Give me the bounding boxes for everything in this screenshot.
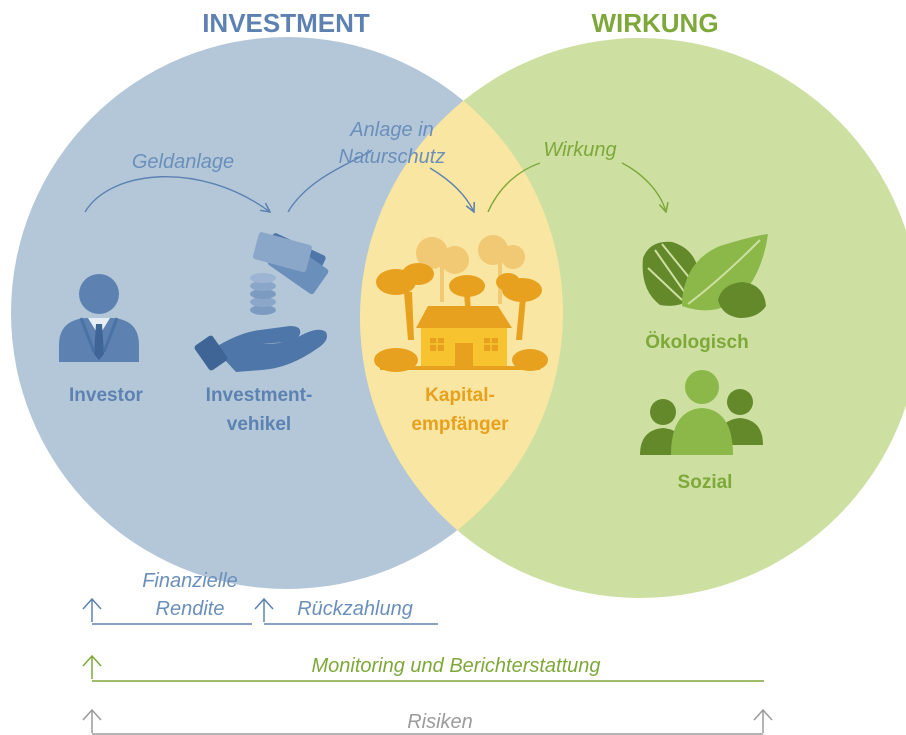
recipient-label-line1: Kapital- [425,385,495,406]
vehicle-label-line2: vehikel [227,414,291,435]
leaves-icon [642,234,768,318]
people-group-icon [640,370,763,455]
impact-heading: WIRKUNG [591,8,718,38]
geldanlage-label: Geldanlage [132,151,234,173]
forest-house-icon [374,235,548,372]
investment-heading: INVESTMENT [202,8,370,38]
anlage-label-line2: Naturschutz [339,146,446,168]
money-hand-icon [194,232,329,372]
anlage-label-line1: Anlage in [349,119,433,141]
overlap-region [360,38,563,589]
recipient-label-line2: empfänger [411,414,509,435]
anlage-arrow-end [429,167,474,212]
ecological-label: Ökologisch [645,332,748,353]
investor-label: Investor [69,385,144,406]
businessman-icon [59,274,139,362]
repayment-arrow [254,597,438,625]
monitoring-arrow [82,654,764,682]
wirkung-arrow-start [487,162,541,213]
wirkung-label: Wirkung [543,139,616,161]
risks-arrow [82,708,773,735]
financial-return-label-line1: Finanzielle [142,570,238,592]
geldanlage-arrow [84,176,270,212]
financial-return-arrow [82,597,252,625]
anlage-arrow-start [287,149,373,213]
repayment-label: Rückzahlung [297,598,413,620]
vehicle-label-line1: Investment- [206,385,313,406]
monitoring-label: Monitoring und Berichterstattung [311,655,600,677]
risks-label: Risiken [407,711,473,733]
social-label: Sozial [678,472,733,493]
financial-return-label-line2: Rendite [156,598,225,620]
wirkung-arrow-end [621,162,666,212]
